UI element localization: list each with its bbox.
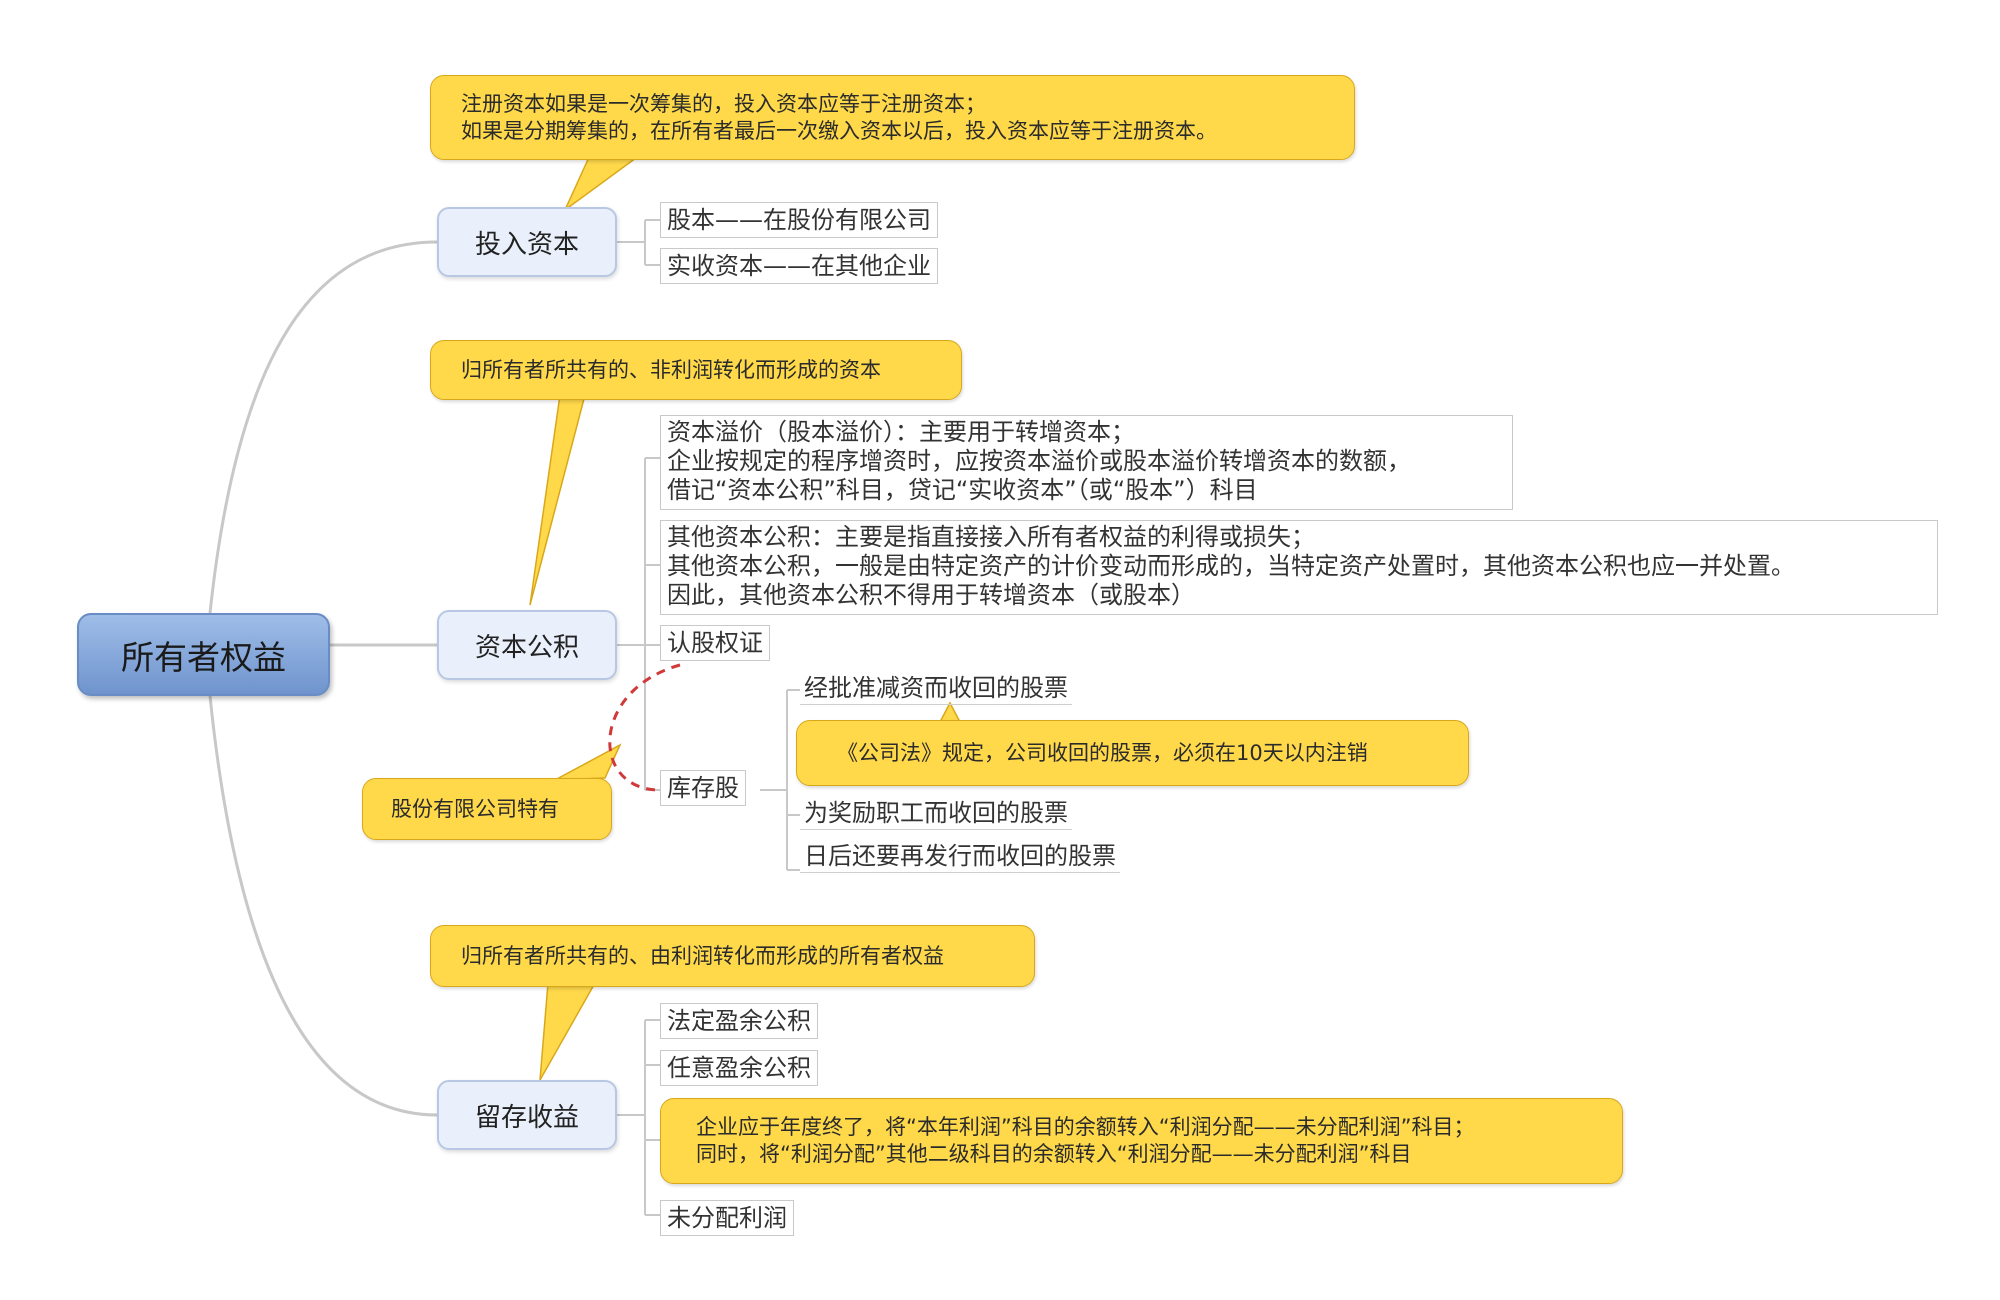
callout-line: 《公司法》规定，公司收回的股票，必须在10天以内注销 — [837, 740, 1368, 765]
connector-root-retained — [208, 695, 438, 1117]
callout-line: 同时，将“利润分配”其他二级科目的余额转入“利润分配——未分配利润”科目 — [696, 1142, 1412, 1166]
branch-capital-reserve[interactable]: 资本公积 — [437, 610, 617, 680]
bracket-invested — [617, 219, 660, 266]
pointer-retained-note — [539, 982, 597, 1081]
leaf-share-capital[interactable]: 股本——在股份有限公司 — [660, 202, 938, 238]
callout-line: 归所有者所共有的、非利润转化而形成的资本 — [461, 357, 881, 382]
premium-line-1: 资本溢价（股本溢价）：主要用于转增资本； — [667, 418, 1135, 446]
other-line-3: 因此，其他资本公积不得用于转增资本（或股本） — [667, 581, 1195, 609]
callout-undistributed-note: 企业应于年度终了，将“本年利润”科目的余额转入“利润分配——未分配利润”科目； … — [660, 1098, 1623, 1184]
leaf-treasury-reissue[interactable]: 日后还要再发行而收回的股票 — [800, 840, 1120, 873]
callout-line: 企业应于年度终了，将“本年利润”科目的余额转入“利润分配——未分配利润”科目； — [696, 1115, 1475, 1139]
callout-line: 注册资本如果是一次筹集的，投入资本应等于注册资本； — [461, 91, 986, 116]
leaf-treasury-reduction[interactable]: 经批准减资而收回的股票 — [800, 672, 1072, 705]
other-line-1: 其他资本公积：主要是指直接接入所有者权益的利得或损失； — [667, 523, 1315, 551]
leaf-statutory-surplus[interactable]: 法定盈余公积 — [660, 1003, 818, 1039]
bracket-retained — [617, 1019, 660, 1216]
leaf-other-capital-reserve[interactable]: 其他资本公积：主要是指直接接入所有者权益的利得或损失； 其他资本公积，一般是由特… — [660, 520, 1938, 615]
leaf-undistributed-profit[interactable]: 未分配利润 — [660, 1200, 794, 1236]
leaf-discretionary-surplus[interactable]: 任意盈余公积 — [660, 1050, 818, 1086]
pointer-capital-note — [529, 394, 586, 606]
callout-company-law: 《公司法》规定，公司收回的股票，必须在10天以内注销 — [796, 720, 1469, 786]
callout-treasury-note: 股份有限公司特有 — [362, 778, 612, 840]
dashed-link-treasury — [608, 663, 681, 792]
other-line-2: 其他资本公积，一般是由特定资产的计价变动而形成的，当特定资产处置时，其他资本公积… — [667, 552, 1795, 580]
branch-retained-earnings[interactable]: 留存收益 — [437, 1080, 617, 1150]
premium-line-2: 企业按规定的程序增资时，应按资本溢价或股本溢价转增资本的数额， — [667, 447, 1411, 475]
bracket-capital — [617, 457, 660, 791]
callout-line: 归所有者所共有的、由利润转化而形成的所有者权益 — [461, 943, 944, 968]
callout-line: 股份有限公司特有 — [391, 796, 559, 821]
leaf-paid-in-capital[interactable]: 实收资本——在其他企业 — [660, 248, 938, 284]
leaf-treasury-stock[interactable]: 库存股 — [660, 770, 746, 806]
premium-line-3: 借记“资本公积”科目，贷记“实收资本”（或“股本”）科目 — [667, 476, 1258, 504]
callout-capital-note: 归所有者所共有的、非利润转化而形成的资本 — [430, 340, 962, 400]
leaf-share-warrant[interactable]: 认股权证 — [660, 625, 770, 661]
leaf-treasury-employee[interactable]: 为奖励职工而收回的股票 — [800, 797, 1072, 830]
root-node[interactable]: 所有者权益 — [77, 613, 330, 696]
leaf-capital-premium[interactable]: 资本溢价（股本溢价）：主要用于转增资本； 企业按规定的程序增资时，应按资本溢价或… — [660, 415, 1513, 510]
pointer-invested-note — [563, 154, 643, 213]
connector-root-invested — [208, 240, 438, 614]
callout-invested-note: 注册资本如果是一次筹集的，投入资本应等于注册资本； 如果是分期筹集的，在所有者最… — [430, 75, 1355, 160]
callout-retained-note: 归所有者所共有的、由利润转化而形成的所有者权益 — [430, 925, 1035, 987]
branch-invested-capital[interactable]: 投入资本 — [437, 207, 617, 277]
callout-line: 如果是分期筹集的，在所有者最后一次缴入资本以后，投入资本应等于注册资本。 — [461, 118, 1217, 143]
bracket-treasury — [760, 689, 800, 871]
